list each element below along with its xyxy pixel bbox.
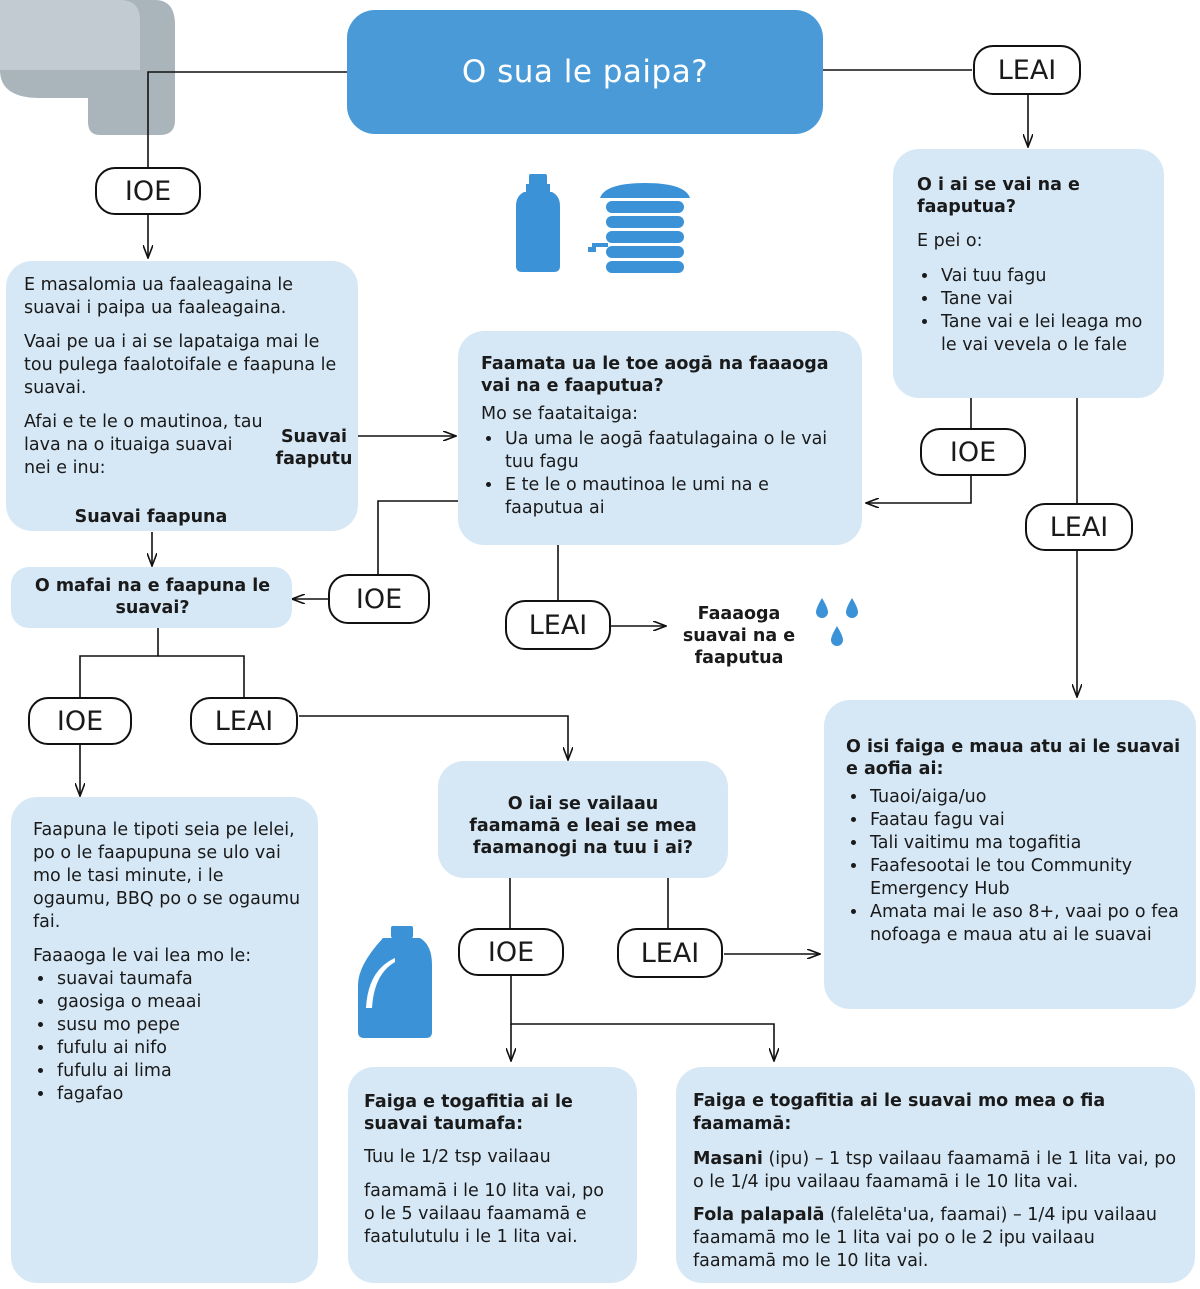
cleaning-water-treatment-box bbox=[676, 1067, 1195, 1283]
drinking-water-treatment-box bbox=[348, 1067, 637, 1283]
pill-no-stored: LEAI bbox=[1025, 503, 1133, 551]
boil-question: O mafai na e faapuna le suavai? bbox=[34, 576, 271, 618]
water-tank-icon bbox=[588, 183, 690, 273]
pill-no-expired: LEAI bbox=[505, 600, 611, 650]
list-item: fufulu ai nifo bbox=[55, 1037, 305, 1060]
title-box: O sua le paipa? bbox=[347, 10, 823, 134]
stored-water-label: Suavai faaputu bbox=[275, 427, 353, 469]
cleaning-normal: Masani (ipu) – 1 tsp vailaau faamamā i l… bbox=[693, 1148, 1183, 1194]
boil-instructions-p2: Faaaoga le vai lea mo le: bbox=[33, 946, 252, 966]
list-item: gaosiga o meaai bbox=[55, 991, 305, 1014]
page-title: O sua le paipa? bbox=[461, 54, 709, 90]
pill-yes-bleach: IOE bbox=[458, 928, 564, 976]
cleaning-hard-label: Fola palapalā bbox=[693, 1205, 825, 1225]
expired-question: Faamata ua le toe aogā na faaaoga vai na… bbox=[481, 354, 829, 396]
cleaning-normal-text: (ipu) – 1 tsp vailaau faamamā i le 1 lit… bbox=[693, 1149, 1177, 1192]
list-item: fagafao bbox=[55, 1083, 305, 1106]
list-item: susu mo pepe bbox=[55, 1014, 305, 1037]
drinking-water-treatment-p1: Tuu le 1/2 tsp vailaau bbox=[364, 1147, 551, 1167]
list-item: suavai taumafa bbox=[55, 968, 305, 991]
list-item: fufulu ai lima bbox=[55, 1060, 305, 1083]
list-item: Faatau fagu vai bbox=[868, 809, 1181, 832]
pill-yes-title: IOE bbox=[95, 167, 201, 215]
expired-question-box bbox=[458, 331, 862, 545]
list-item: Amata mai le aso 8+, vaai po o fea nofoa… bbox=[868, 901, 1181, 947]
list-item: Vai tuu fagu bbox=[939, 265, 1153, 288]
water-bottle-icon bbox=[516, 174, 560, 272]
list-item: Tane vai bbox=[939, 288, 1153, 311]
contamination-p2: Vaai pe ua i ai se lapataiga mai le tou … bbox=[24, 332, 337, 398]
list-item: E te le o mautinoa le umi na e faaputua … bbox=[503, 474, 851, 520]
list-item: Tane vai e lei leaga mo le vai vevela o … bbox=[939, 311, 1153, 357]
tap-icon bbox=[0, 0, 175, 135]
pill-yes-boil: IOE bbox=[28, 697, 132, 745]
drinking-water-treatment-title: Faiga e togafitia ai le suavai taumafa: bbox=[364, 1092, 573, 1134]
other-sources-text: O isi faiga e maua atu ai le suavai e ao… bbox=[846, 736, 1181, 947]
drinking-water-treatment-p2: faamamā i le 10 lita vai, po o le 5 vail… bbox=[364, 1181, 604, 1247]
boil-question-box bbox=[11, 567, 292, 628]
stored-water-question-text: O i ai se vai na e faaputua? E pei o: Va… bbox=[917, 174, 1153, 357]
pill-no-boil: LEAI bbox=[190, 697, 298, 745]
contamination-box bbox=[6, 261, 358, 531]
contamination-p3: Afai e te le o mautinoa, tau lava na o i… bbox=[24, 412, 263, 478]
pill-no-bleach: LEAI bbox=[617, 928, 723, 978]
stored-water-intro: E pei o: bbox=[917, 231, 983, 251]
list-item: Ua uma le aogā faatulagaina o le vai tuu… bbox=[503, 428, 851, 474]
drinking-water-treatment-text: Faiga e togafitia ai le suavai taumafa: … bbox=[364, 1091, 626, 1249]
bleach-bottle-icon bbox=[358, 926, 432, 1038]
contamination-p1: E masalomia ua faaleagaina le suavai i p… bbox=[24, 275, 294, 318]
boil-instructions-box bbox=[11, 797, 318, 1283]
stored-water-question: O i ai se vai na e faaputua? bbox=[917, 175, 1080, 217]
expired-intro: Mo se faataitaiga: bbox=[481, 404, 639, 424]
contamination-text: E masalomia ua faaleagaina le suavai i p… bbox=[24, 274, 346, 480]
other-sources-title: O isi faiga e maua atu ai le suavai e ao… bbox=[846, 737, 1181, 779]
cleaning-water-treatment-text: Faiga e togafitia ai le suavai mo mea o … bbox=[693, 1090, 1183, 1273]
pill-no-title: LEAI bbox=[973, 45, 1081, 95]
bleach-question: O iai se vailaau faamamā e leai se mea f… bbox=[469, 794, 697, 858]
cleaning-hard: Fola palapalā (falelēta'ua, faamai) – 1/… bbox=[693, 1204, 1183, 1273]
list-item: Tali vaitimu ma togafitia bbox=[868, 832, 1181, 855]
cleaning-hard-text: (falelēta'ua, faamai) – 1/4 ipu vailaau … bbox=[693, 1205, 1157, 1271]
use-stored-water-label: Faaaoga suavai na e faaputua bbox=[682, 604, 796, 668]
other-sources-box bbox=[824, 700, 1196, 1009]
bleach-question-box bbox=[438, 761, 728, 878]
list-item: Faafesootai le tou Community Emergency H… bbox=[868, 855, 1181, 901]
cleaning-normal-label: Masani bbox=[693, 1149, 763, 1169]
boil-instructions-p1: Faapuna le tipoti seia pe lelei, po o le… bbox=[33, 820, 301, 932]
boiled-water-label: Suavai faapuna bbox=[74, 507, 228, 527]
pill-yes-stored: IOE bbox=[920, 428, 1026, 476]
list-item: Tuaoi/aiga/uo bbox=[868, 786, 1181, 809]
boil-instructions-text: Faapuna le tipoti seia pe lelei, po o le… bbox=[33, 819, 305, 1106]
expired-question-text: Faamata ua le toe aogā na faaaoga vai na… bbox=[481, 353, 851, 520]
cleaning-water-treatment-title: Faiga e togafitia ai le suavai mo mea o … bbox=[693, 1091, 1106, 1134]
pill-yes-expired: IOE bbox=[328, 574, 430, 624]
water-drops-icon bbox=[816, 598, 858, 646]
stored-water-question-box bbox=[893, 149, 1164, 398]
